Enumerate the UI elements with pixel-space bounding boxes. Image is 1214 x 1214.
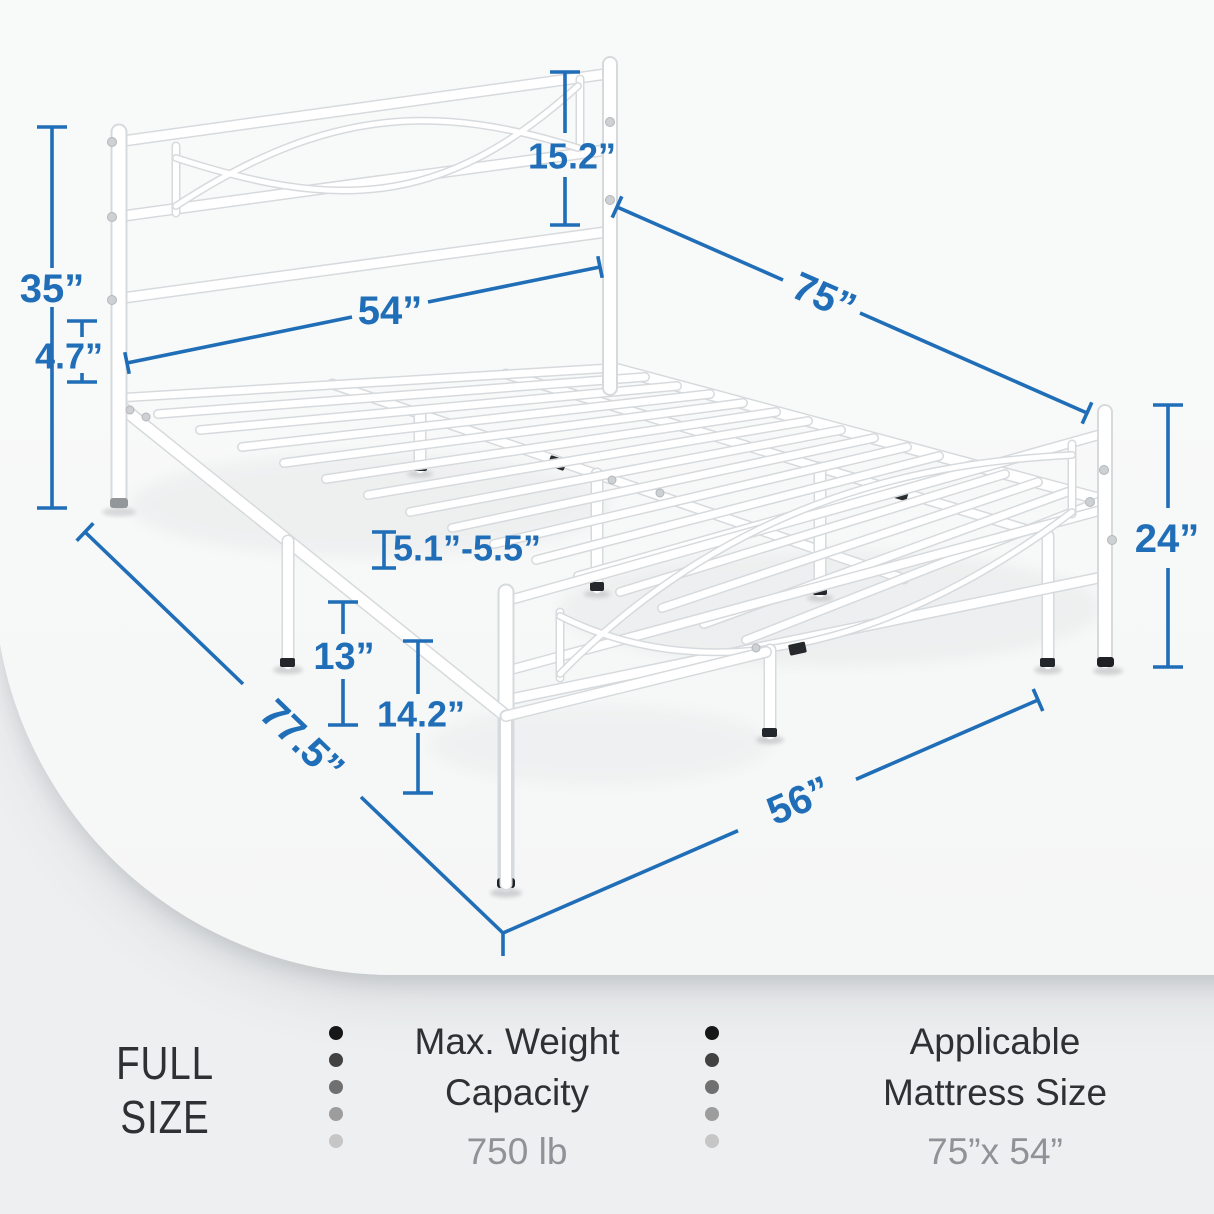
dimension-line-24 bbox=[1153, 403, 1183, 669]
platform-base bbox=[111, 361, 1110, 706]
size-title-line1: FULL bbox=[116, 1037, 214, 1089]
spec-weight-value: 750 lb bbox=[466, 1131, 568, 1173]
platform-near-rail bbox=[113, 399, 772, 891]
dimension-line-14-2 bbox=[403, 639, 433, 795]
footboard-decor-curves bbox=[556, 451, 1076, 678]
label-mattress-width: 54” bbox=[358, 289, 423, 333]
spec-mattress-title-line1: Applicable bbox=[909, 1021, 1081, 1062]
label-frame-width: 56” bbox=[761, 768, 838, 834]
dimension-line-35 bbox=[37, 125, 67, 510]
dot-separator-icon bbox=[705, 1026, 719, 1161]
spec-mattress-value: 75”x 54” bbox=[927, 1131, 1063, 1173]
dimension-line-77-5 bbox=[75, 522, 505, 956]
dimension-line-4-7 bbox=[67, 319, 97, 384]
dimension-line-15-2 bbox=[550, 70, 580, 227]
footboard bbox=[497, 404, 1114, 893]
size-title: FULL SIZE bbox=[85, 1037, 245, 1145]
spec-weight-title-line1: Max. Weight bbox=[414, 1021, 620, 1062]
label-slat-spacing: 5.1”-5.5” bbox=[393, 528, 541, 569]
headboard-decor-curves bbox=[172, 82, 582, 210]
label-headboard-rail-gap: 4.7” bbox=[35, 336, 103, 377]
spec-mattress-size: Applicable Mattress Size 75”x 54” bbox=[855, 1016, 1135, 1173]
label-underbed-clearance: 13” bbox=[313, 636, 374, 678]
label-platform-height: 14.2” bbox=[377, 694, 465, 735]
spec-weight-capacity: Max. Weight Capacity 750 lb bbox=[377, 1016, 657, 1173]
size-title-line2: SIZE bbox=[120, 1090, 210, 1143]
label-headboard-height: 35” bbox=[20, 267, 85, 311]
label-footboard-height: 24” bbox=[1135, 517, 1200, 561]
dimension-line-56 bbox=[502, 688, 1045, 935]
label-headboard-panel-height: 15.2” bbox=[528, 136, 616, 177]
headboard bbox=[110, 56, 618, 510]
label-mattress-length: 75” bbox=[786, 264, 863, 330]
dimension-lines bbox=[37, 70, 1183, 956]
dimension-line-75 bbox=[610, 195, 1094, 425]
slats bbox=[111, 363, 1108, 645]
spec-weight-title-line2: Capacity bbox=[445, 1072, 589, 1114]
screws bbox=[107, 117, 1117, 653]
label-frame-length: 77.5” bbox=[252, 691, 353, 791]
dot-separator-icon bbox=[329, 1026, 343, 1161]
spec-mattress-title-line2: Mattress Size bbox=[882, 1072, 1108, 1114]
dimension-line-54 bbox=[123, 255, 604, 375]
dimension-line-13 bbox=[328, 600, 358, 727]
dimension-line-slat-gap bbox=[372, 530, 396, 570]
